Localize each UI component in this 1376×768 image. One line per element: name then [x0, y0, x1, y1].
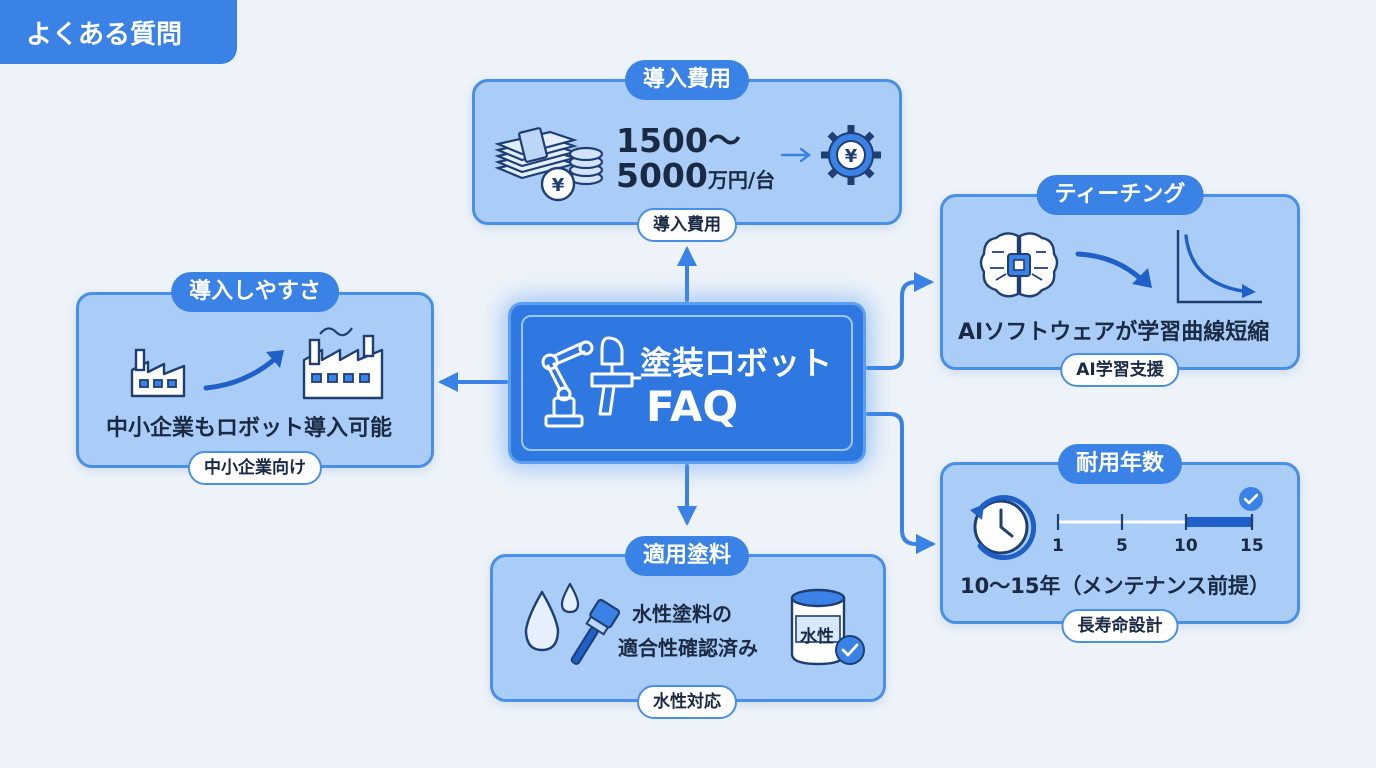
- spray-gun-icon: [590, 336, 642, 416]
- scale-label-5: 5: [1116, 536, 1128, 556]
- teaching-text: AIソフトウェアが学習曲線短縮: [958, 320, 1270, 345]
- lifespan-text: 10～15年（メンテナンス前提）: [960, 574, 1271, 598]
- teaching-tag: AI学習支援: [1060, 353, 1180, 387]
- cost-amount-number: 5000: [616, 156, 708, 195]
- ease-heading: 導入しやすさ: [171, 272, 339, 312]
- lifespan-scale: [1056, 514, 1254, 530]
- cost-heading: 導入費用: [624, 60, 750, 100]
- learning-curve-icon: [1176, 230, 1262, 304]
- ease-text: 中小企業もロボット導入可能: [106, 416, 393, 441]
- ease-tag: 中小企業向け: [188, 451, 322, 485]
- paint-heading: 適用塗料: [624, 536, 750, 576]
- water-drop-icon: [524, 582, 580, 652]
- scale-label-10: 10: [1174, 536, 1198, 556]
- paint-tag: 水性対応: [637, 685, 737, 719]
- paint-can-icon: [790, 588, 865, 666]
- curved-arrow-icon: [1075, 251, 1152, 288]
- connector-right-lower: [866, 412, 936, 554]
- yen-coin-icon: ¥: [540, 166, 576, 202]
- large-factory-icon: [302, 327, 384, 400]
- lifespan-heading: 耐用年数: [1057, 444, 1183, 484]
- cost-amount-line2: 5000万円/台: [616, 156, 775, 195]
- scale-label-15: 15: [1240, 536, 1264, 556]
- faq-corner-tab: よくある質問: [0, 0, 237, 64]
- robot-arm-icon: [541, 340, 594, 428]
- paint-can-label: 水性: [800, 627, 834, 647]
- connector-right-upper: [866, 272, 934, 370]
- cost-amount-line1: 1500～: [616, 121, 741, 160]
- paint-text-line1: 水性塗料の: [632, 602, 732, 626]
- svg-text:¥: ¥: [552, 175, 565, 196]
- cost-tag: 導入費用: [637, 208, 737, 242]
- paint-text-line2: 適合性確認済み: [618, 636, 758, 660]
- check-badge-icon: [1239, 487, 1263, 511]
- growth-arrow-icon: [203, 350, 284, 391]
- center-faq-node: [508, 302, 866, 464]
- svg-text:¥: ¥: [845, 146, 858, 167]
- paint-brush-icon: [570, 598, 620, 665]
- scale-label-1: 1: [1052, 536, 1064, 556]
- small-factory-icon: [130, 348, 186, 398]
- cost-amount-unit: 万円/台: [707, 168, 776, 192]
- center-inner-border: [521, 315, 853, 451]
- clock-icon: [970, 495, 1036, 560]
- center-title-line1: 塗装ロボット: [640, 344, 833, 382]
- teaching-heading: ティーチング: [1036, 175, 1204, 215]
- yen-gear-icon: ¥: [821, 125, 881, 185]
- arrow-right-icon: [780, 147, 811, 163]
- money-stack-icon: [494, 127, 604, 186]
- center-title-line2: FAQ: [646, 382, 739, 431]
- ai-brain-icon: [979, 232, 1059, 298]
- lifespan-tag: 長寿命設計: [1061, 609, 1179, 643]
